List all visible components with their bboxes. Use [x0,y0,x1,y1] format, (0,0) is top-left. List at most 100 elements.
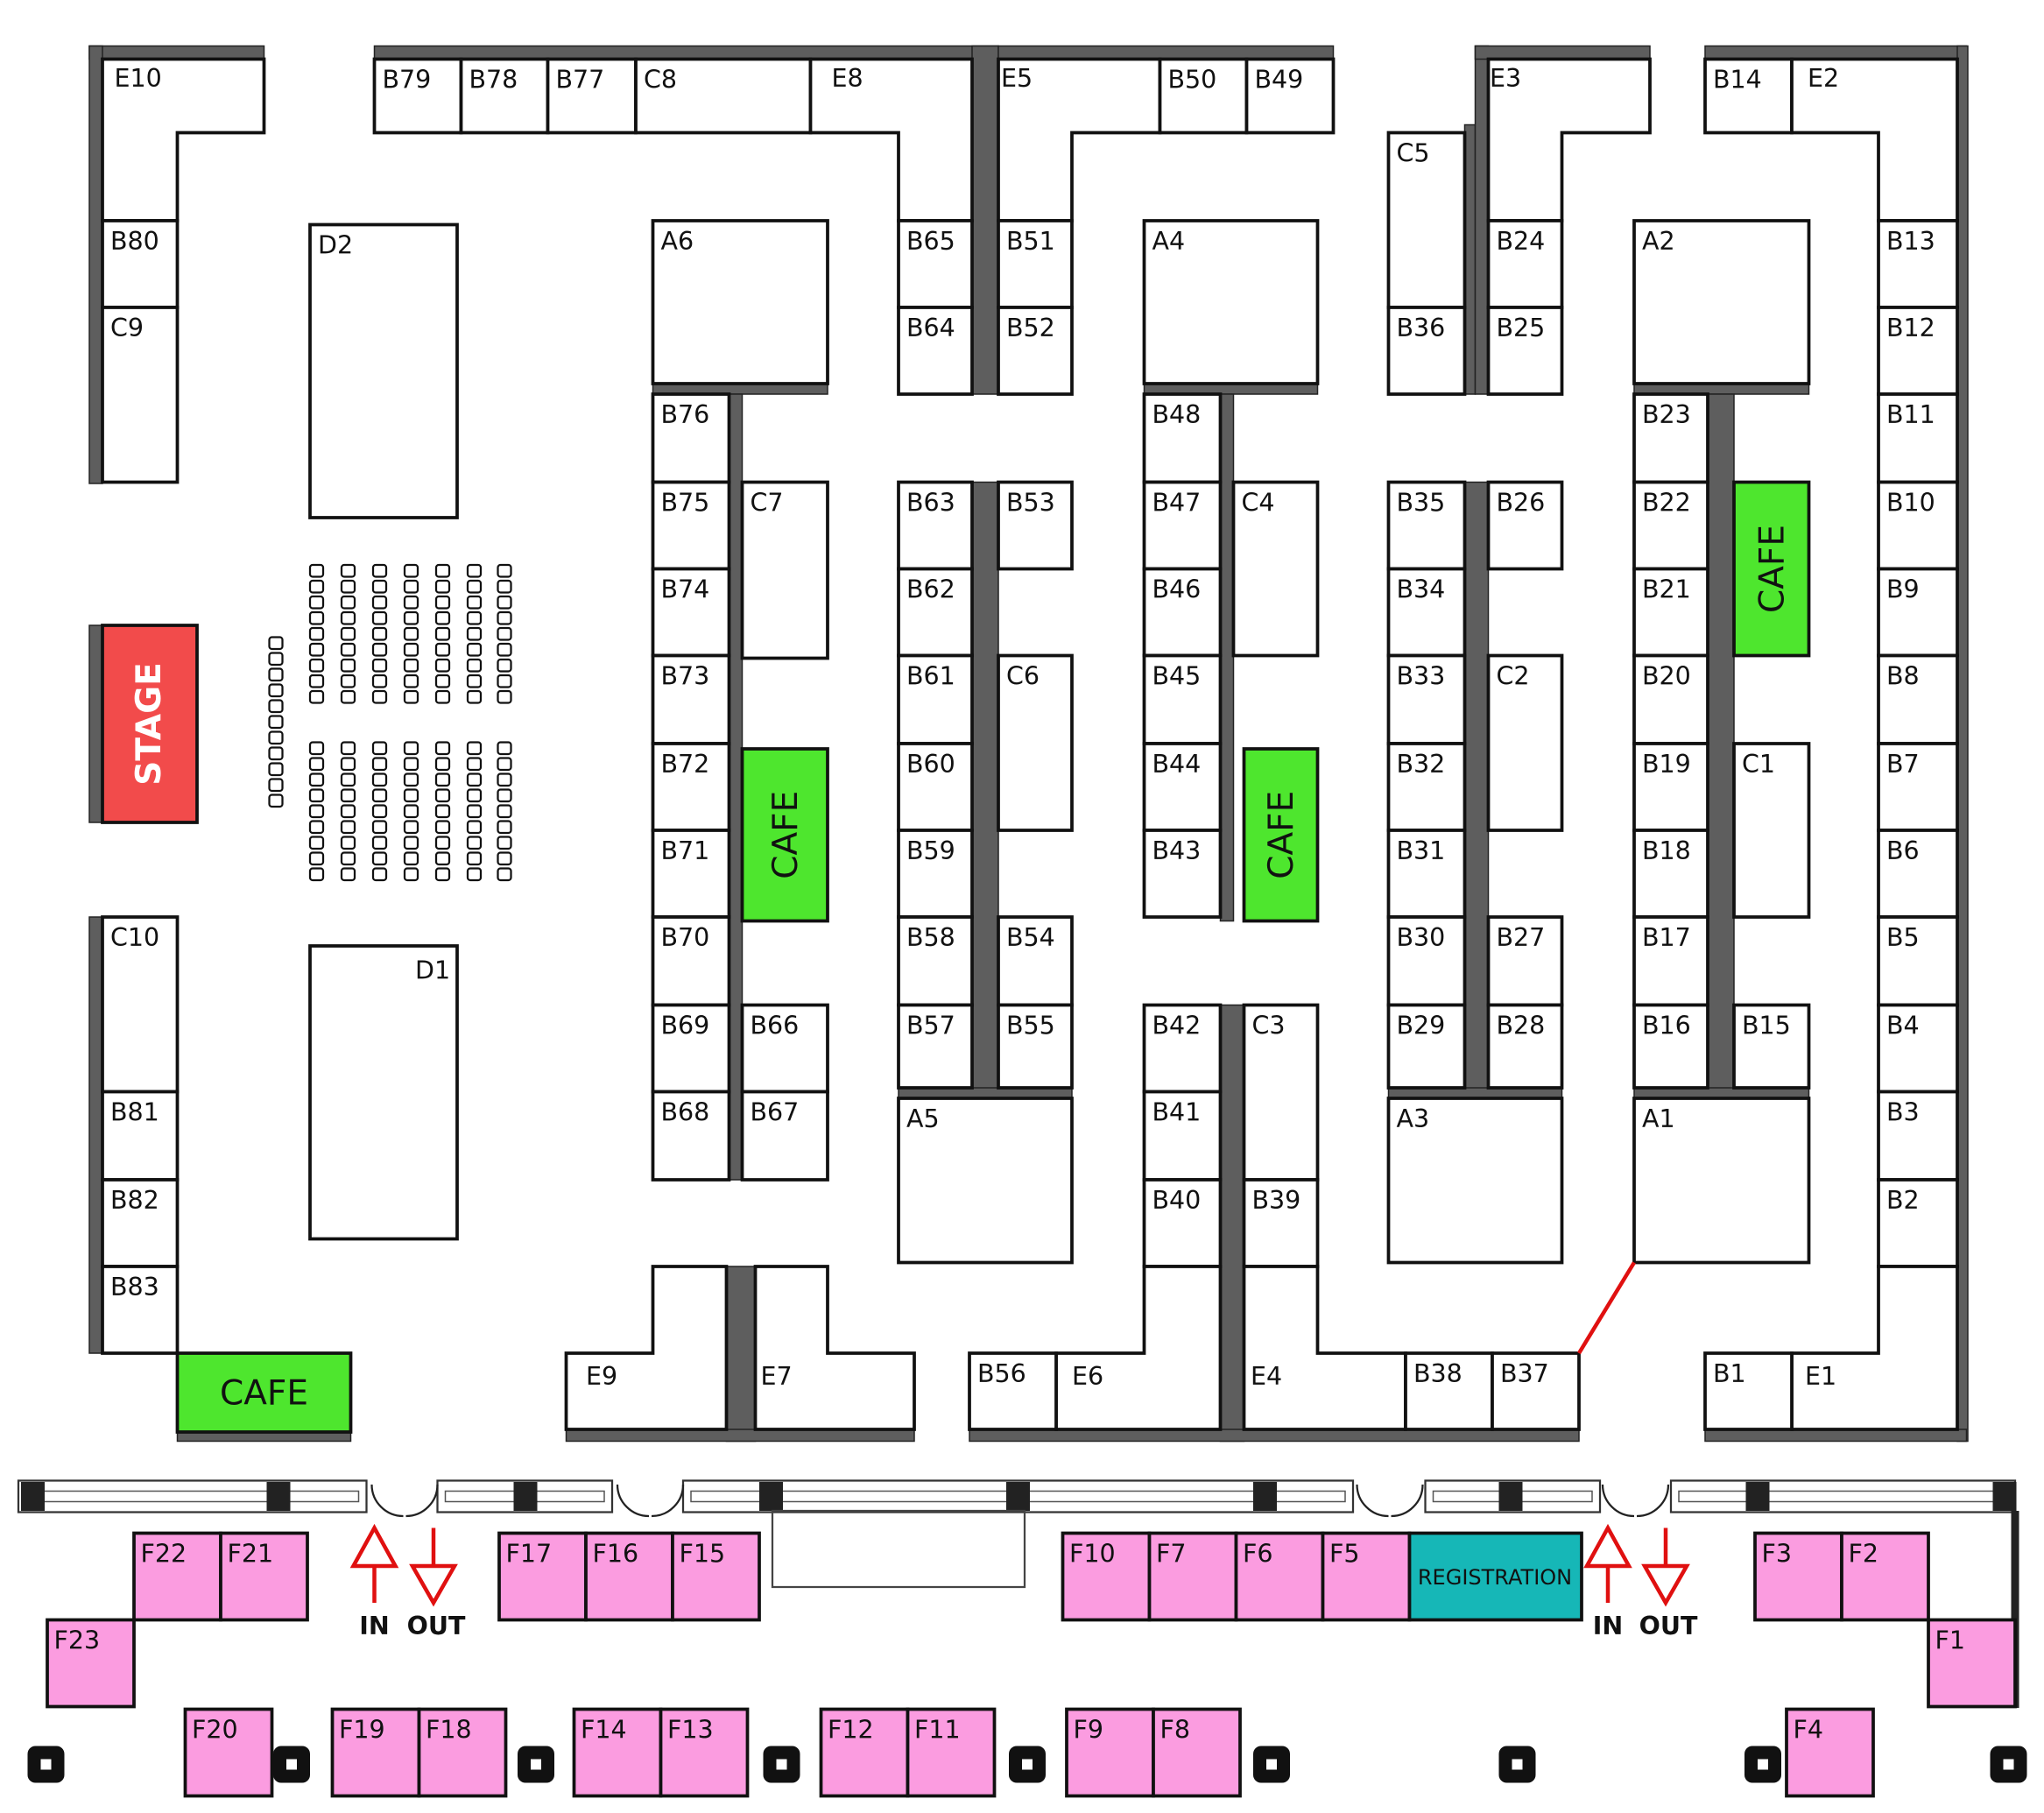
booth-b40[interactable]: B40 [1142,1178,1223,1268]
booth-f6[interactable]: F6 [1234,1531,1325,1622]
booth-e7[interactable]: E7 [753,1265,916,1431]
booth-b33[interactable]: B33 [1386,653,1467,745]
booth-b11[interactable]: B11 [1877,392,1959,484]
booth-b70[interactable]: B70 [651,915,731,1007]
booth-b72[interactable]: B72 [651,742,731,832]
booth-b10[interactable]: B10 [1877,480,1959,571]
booth-b5[interactable]: B5 [1877,915,1959,1007]
booth-e9[interactable]: E9 [564,1265,729,1431]
booth-c7[interactable]: C7 [740,480,829,660]
booth-b76[interactable]: B76 [651,392,731,484]
booth-b64[interactable]: B64 [897,306,974,396]
booth-b79[interactable]: B79 [372,57,463,135]
booth-b25[interactable]: B25 [1486,306,1564,396]
booth-b32[interactable]: B32 [1386,742,1467,832]
booth-f14[interactable]: F14 [572,1707,663,1798]
booth-b80[interactable]: B80 [101,219,180,309]
booth-b35[interactable]: B35 [1386,480,1467,571]
booth-b42[interactable]: B42 [1142,1003,1223,1094]
booth-b43[interactable]: B43 [1142,829,1223,919]
booth-b27[interactable]: B27 [1486,915,1564,1007]
booth-b38[interactable]: B38 [1404,1351,1494,1431]
booth-e2[interactable]: E2 [1790,57,1959,222]
booth-b20[interactable]: B20 [1632,653,1709,745]
booth-b29[interactable]: B29 [1386,1003,1467,1090]
booth-f5[interactable]: F5 [1321,1531,1412,1622]
booth-a1[interactable]: A1 [1632,1097,1811,1265]
booth-b74[interactable]: B74 [651,567,731,658]
booth-b46[interactable]: B46 [1142,567,1223,658]
booth-b61[interactable]: B61 [897,653,974,745]
booth-b75[interactable]: B75 [651,480,731,571]
booth-a6[interactable]: A6 [651,219,829,385]
booth-c6[interactable]: C6 [997,653,1074,832]
booth-c5[interactable]: C5 [1386,131,1467,309]
booth-b48[interactable]: B48 [1142,392,1223,484]
booth-f17[interactable]: F17 [497,1531,588,1622]
booth-b15[interactable]: B15 [1732,1003,1811,1090]
booth-b45[interactable]: B45 [1142,653,1223,745]
booth-f4[interactable]: F4 [1785,1707,1875,1798]
booth-c2[interactable]: C2 [1486,653,1564,832]
booth-b34[interactable]: B34 [1386,567,1467,658]
booth-b44[interactable]: B44 [1142,742,1223,832]
booth-c1[interactable]: C1 [1732,742,1811,919]
booth-d1[interactable]: D1 [308,944,459,1241]
booth-d2[interactable]: D2 [308,222,459,519]
booth-e6[interactable]: E6 [1054,1265,1223,1431]
booth-f21[interactable]: F21 [219,1531,309,1622]
booth-b65[interactable]: B65 [897,219,974,309]
booth-c10[interactable]: C10 [101,915,180,1094]
booth-e1[interactable]: E1 [1790,1265,1959,1431]
booth-f7[interactable]: F7 [1147,1531,1238,1622]
booth-b4[interactable]: B4 [1877,1003,1959,1094]
booth-f8[interactable]: F8 [1152,1707,1242,1798]
booth-f9[interactable]: F9 [1065,1707,1155,1798]
booth-b31[interactable]: B31 [1386,829,1467,919]
booth-b37[interactable]: B37 [1491,1351,1581,1431]
booth-b14[interactable]: B14 [1703,57,1794,135]
booth-b24[interactable]: B24 [1486,219,1564,309]
booth-a3[interactable]: A3 [1386,1097,1564,1265]
booth-f19[interactable]: F19 [330,1707,421,1798]
booth-f16[interactable]: F16 [584,1531,674,1622]
booth-b28[interactable]: B28 [1486,1003,1564,1090]
booth-c9[interactable]: C9 [101,306,180,484]
booth-b58[interactable]: B58 [897,915,974,1007]
booth-b1[interactable]: B1 [1703,1351,1794,1431]
booth-f18[interactable]: F18 [417,1707,508,1798]
booth-b7[interactable]: B7 [1877,742,1959,832]
booth-b2[interactable]: B2 [1877,1178,1959,1268]
booth-b18[interactable]: B18 [1632,829,1709,919]
booth-b56[interactable]: B56 [968,1351,1058,1431]
booth-e4[interactable]: E4 [1242,1265,1407,1431]
booth-a4[interactable]: A4 [1142,219,1320,385]
booth-b12[interactable]: B12 [1877,306,1959,396]
booth-b60[interactable]: B60 [897,742,974,832]
cafe[interactable]: CAFE [175,1351,353,1434]
booth-e8[interactable]: E8 [808,57,974,222]
booth-e10[interactable]: E10 [101,57,266,222]
booth-b78[interactable]: B78 [459,57,550,135]
booth-b81[interactable]: B81 [101,1090,180,1182]
booth-b30[interactable]: B30 [1386,915,1467,1007]
booth-b52[interactable]: B52 [997,306,1074,396]
booth-b47[interactable]: B47 [1142,480,1223,571]
booth-b54[interactable]: B54 [997,915,1074,1007]
booth-c8[interactable]: C8 [634,57,813,135]
cafe[interactable]: CAFE [1242,747,1320,923]
booth-b62[interactable]: B62 [897,567,974,658]
booth-b73[interactable]: B73 [651,653,731,745]
booth-b49[interactable]: B49 [1244,57,1336,135]
booth-b23[interactable]: B23 [1632,392,1709,484]
booth-b51[interactable]: B51 [997,219,1074,309]
booth-b41[interactable]: B41 [1142,1090,1223,1182]
booth-b3[interactable]: B3 [1877,1090,1959,1182]
booth-b67[interactable]: B67 [740,1090,829,1182]
booth-b8[interactable]: B8 [1877,653,1959,745]
booth-b39[interactable]: B39 [1242,1178,1320,1268]
booth-b63[interactable]: B63 [897,480,974,571]
booth-f22[interactable]: F22 [132,1531,222,1622]
booth-f12[interactable]: F12 [819,1707,910,1798]
booth-b69[interactable]: B69 [651,1003,731,1094]
